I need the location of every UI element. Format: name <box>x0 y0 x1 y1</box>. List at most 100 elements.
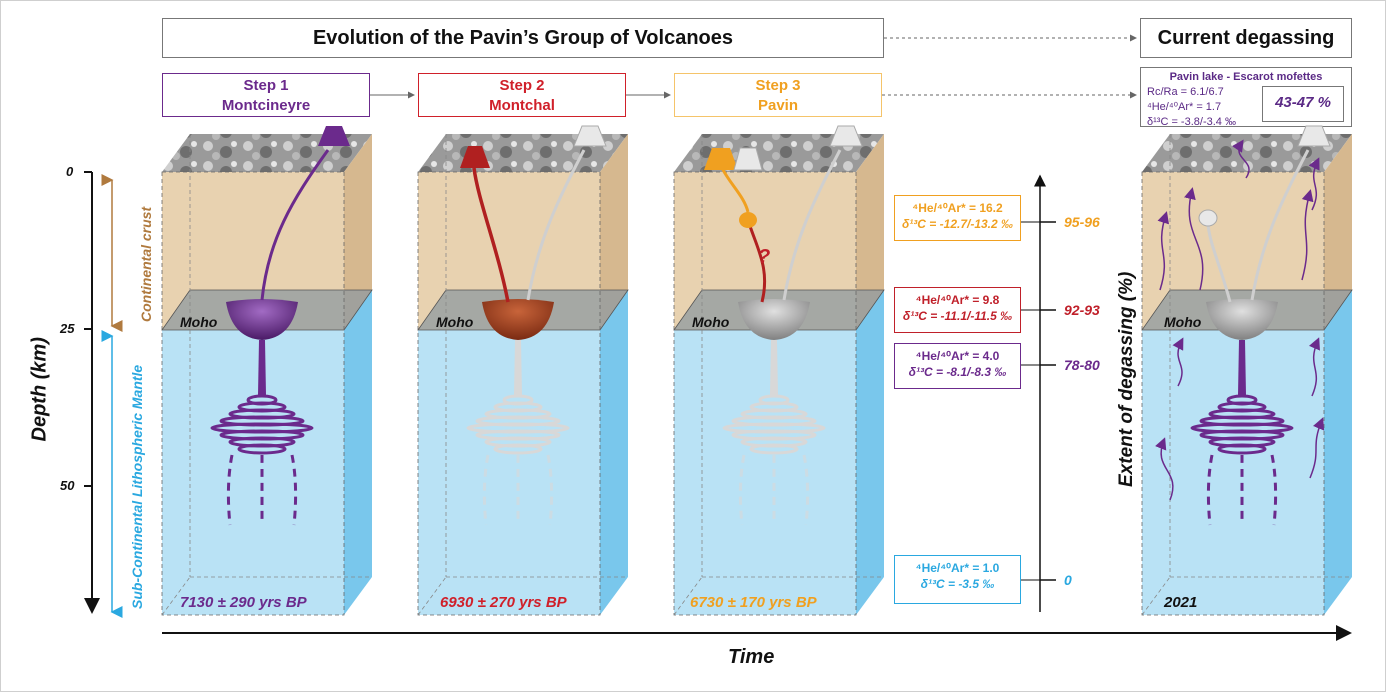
block-2-mantle-feeder <box>514 340 522 395</box>
block-1-source-ring <box>237 443 287 455</box>
geochem-step2-c: δ¹³C = -11.1/-11.5 ‰ <box>902 309 1013 323</box>
geochem-mantle-c: δ¹³C = -3.5 ‰ <box>920 577 995 591</box>
block-4-gas-arrow <box>1172 337 1184 387</box>
block-1-mantle-feeder <box>258 340 266 395</box>
block-4-gas-arrow <box>1301 189 1314 281</box>
block-3-old-volcano <box>829 125 863 147</box>
block-4-root <box>1206 454 1214 526</box>
block-1-root <box>290 454 298 526</box>
degassing-axis-label: Extent of degassing (%) <box>1116 271 1137 487</box>
step1-box: Step 1 Montcineyre <box>162 73 370 117</box>
block-4-gas-arrow <box>1184 187 1204 291</box>
geochem-mantle-he: ⁴He/⁴⁰Ar* = 1.0 <box>915 561 1000 575</box>
step3-age: 6730 ± 170 yrs BP <box>690 594 817 611</box>
block-3-deep-conduit <box>748 225 767 303</box>
block-4-mantle <box>1142 330 1324 615</box>
current-rcra: Rc/Ra = 6.1/6.7 <box>1147 86 1224 98</box>
current-he-ar: ⁴He/⁴⁰Ar* = 1.7 <box>1147 101 1222 113</box>
block-3-old-conduit <box>782 149 842 301</box>
block-2-outline <box>417 171 601 616</box>
block-3-mantle <box>674 330 856 615</box>
block-4-old-reservoir <box>1198 209 1218 227</box>
step1-label: Step 1 <box>243 77 289 94</box>
block-1-mantle-side <box>344 290 372 615</box>
geochem-mantle-box: ⁴He/⁴⁰Ar* = 1.0 δ¹³C = -3.5 ‰ <box>894 555 1021 604</box>
current-year: 2021 <box>1164 594 1198 611</box>
block-4-moho-chamber <box>1206 299 1278 340</box>
block-3-moho-chamber <box>738 299 810 340</box>
block-2-root <box>546 454 554 526</box>
moho-label-2: Moho <box>436 314 474 330</box>
block-4-gas-arrow <box>1155 437 1174 501</box>
step2-box: Step 2 Montchal <box>418 73 626 117</box>
block-3-root <box>802 454 810 526</box>
pct-95-96: 95-96 <box>1064 214 1100 230</box>
block-1-root <box>226 454 234 526</box>
step1-age: 7130 ± 290 yrs BP <box>180 594 307 611</box>
pct-0: 0 <box>1064 572 1072 588</box>
geochem-step2-he: ⁴He/⁴⁰Ar* = 9.8 <box>915 293 1000 307</box>
geochem-step1-he: ⁴He/⁴⁰Ar* = 4.0 <box>915 349 1000 363</box>
block-2-conduit <box>472 167 510 303</box>
current-header: Pavin lake - Escarot mofettes <box>1169 71 1323 83</box>
block-4-gas-arrow <box>1232 139 1250 179</box>
block-4-crust-side <box>1324 134 1352 330</box>
step3-box: Step 3 Pavin <box>674 73 882 117</box>
step3-label: Step 3 <box>755 77 801 94</box>
geochem-step2-box: ⁴He/⁴⁰Ar* = 9.8 δ¹³C = -11.1/-11.5 ‰ <box>894 287 1021 333</box>
step2-label: Step 2 <box>499 77 545 94</box>
geochem-step3-c: δ¹³C = -12.7/-13.2 ‰ <box>901 217 1014 231</box>
geochem-step3-box: ⁴He/⁴⁰Ar* = 16.2 δ¹³C = -12.7/-13.2 ‰ <box>894 195 1021 241</box>
block-4-gas-arrow <box>1308 337 1320 397</box>
geochem-step3-he: ⁴He/⁴⁰Ar* = 16.2 <box>912 201 1003 215</box>
block-3-crustal-reservoir <box>739 212 757 228</box>
moho-label-4: Moho <box>1164 314 1202 330</box>
block-2-old-volcano <box>573 125 607 147</box>
current-pct: 43-47 % <box>1262 86 1344 122</box>
block-3-outline <box>673 171 857 616</box>
block-4-old-conduit-1 <box>1206 221 1232 303</box>
block-2-crust-side <box>600 134 628 330</box>
moho-label-1: Moho <box>180 314 218 330</box>
block-4-outline <box>1141 171 1325 616</box>
time-axis-label: Time <box>728 646 775 668</box>
figure-title: Evolution of the Pavin’s Group of Volcan… <box>162 18 884 58</box>
block-4-source-ring <box>1217 443 1267 455</box>
block-4-gas-arrow <box>1157 211 1170 291</box>
depth-tick-50: 50 <box>60 478 75 493</box>
block-1-crust-side <box>344 134 372 330</box>
current-degassing-title: Current degassing <box>1140 18 1352 58</box>
crust-label: Continental crust <box>138 206 154 322</box>
block-1-moho-chamber <box>226 299 298 340</box>
mantle-label: Sub-Continental Lithospheric Mantle <box>129 364 145 609</box>
current-d13c: δ¹³C = -3.8/-3.4 ‰ <box>1147 116 1236 128</box>
depth-tick-0: 0 <box>66 164 74 179</box>
block-2-source-ring <box>493 443 543 455</box>
depth-tick-25: 25 <box>60 321 75 336</box>
block-1-outline <box>161 171 345 616</box>
block-3-conduit <box>720 167 750 213</box>
block-4-root <box>1270 454 1278 526</box>
block-3-source-ring <box>749 443 799 455</box>
step2-age: 6930 ± 270 yrs BP <box>440 594 567 611</box>
block-3-old-volcano-2 <box>733 147 763 171</box>
block-3-mantle-feeder <box>770 340 778 395</box>
geochem-step1-box: ⁴He/⁴⁰Ar* = 4.0 δ¹³C = -8.1/-8.3 ‰ <box>894 343 1021 389</box>
step1-name: Montcineyre <box>221 97 311 114</box>
block-3-crust-side <box>856 134 884 330</box>
step3-name: Pavin <box>757 97 799 114</box>
block-2-mantle-side <box>600 290 628 615</box>
block-4-gas-arrow <box>1309 417 1325 479</box>
moho-label-3: Moho <box>692 314 730 330</box>
geochem-step1-c: δ¹³C = -8.1/-8.3 ‰ <box>908 365 1007 379</box>
block-2-volcano <box>460 146 490 168</box>
block-4-gas-arrow <box>1308 157 1320 211</box>
block-2-root <box>482 454 490 526</box>
pct-78-80: 78-80 <box>1064 357 1100 373</box>
step2-name: Montchal <box>489 97 555 114</box>
block-1-volcano <box>318 126 350 146</box>
block-4-mantle-feeder <box>1238 340 1246 395</box>
depth-axis-label: Depth (km) <box>28 337 51 442</box>
block-4-old-conduit-2 <box>1250 149 1310 301</box>
